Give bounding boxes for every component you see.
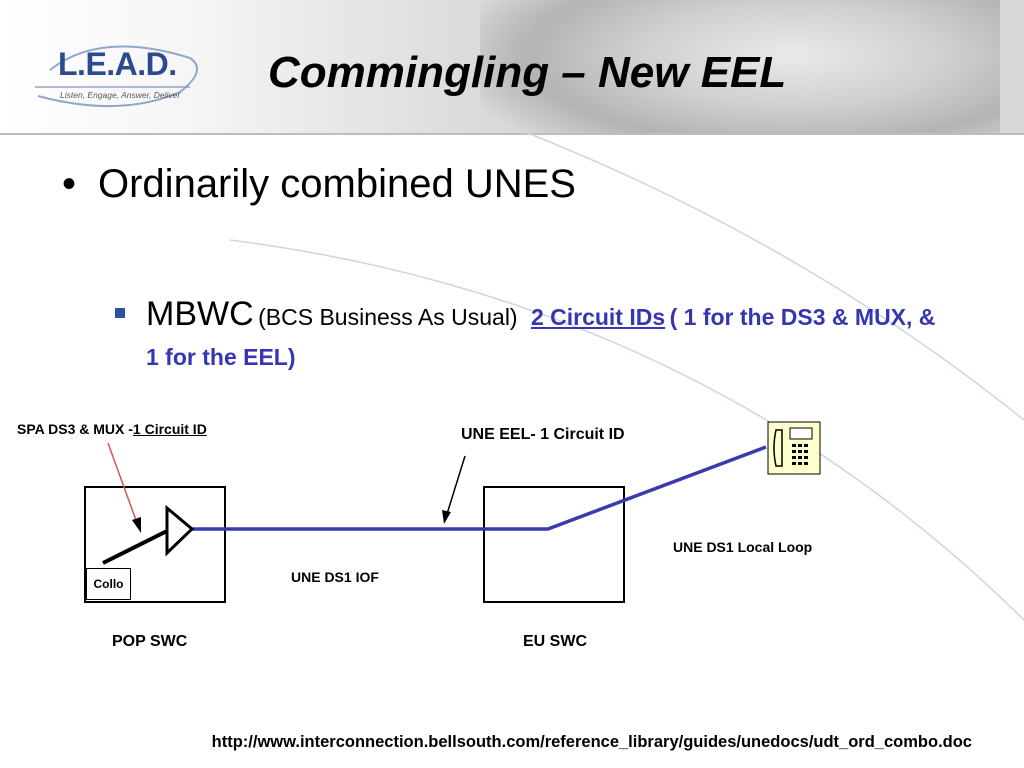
telephone-icon: [767, 421, 821, 475]
bullet-dot: •: [62, 162, 77, 206]
une-ds1-iof-label: UNE DS1 IOF: [291, 569, 379, 585]
logo-swoosh-icon: [35, 45, 199, 108]
une-ds1-local-loop-label: UNE DS1 Local Loop: [673, 539, 813, 555]
une-eel-label: UNE EEL- 1 Circuit ID: [461, 426, 625, 443]
footer-url-link[interactable]: http://www.interconnection.bellsouth.com…: [211, 733, 972, 751]
header-divider: [0, 133, 1024, 135]
spa-circuit-id-link[interactable]: 1 Circuit ID: [132, 421, 207, 437]
eel-pointer-arrowhead: [442, 510, 451, 524]
bullet-level-1: • Ordinarily combined UNES: [62, 162, 576, 207]
eel-pointer-line: [446, 455, 466, 515]
collo-box: Collo: [86, 568, 131, 600]
collo-connector-line: [102, 529, 168, 565]
une-eel-circuit-line: [192, 445, 767, 531]
bullet-1-text: Ordinarily combined UNES: [98, 162, 576, 206]
eu-swc-box: [483, 486, 625, 603]
slide-header: [0, 0, 1024, 135]
slide-title: Commingling – New EEL: [268, 48, 787, 97]
bullet-2-rest: ( 1 for the DS3 & MUX, & 1 for the EEL): [146, 304, 936, 370]
spa-label-prefix: SPA DS3 & MUX -: [17, 421, 133, 437]
header-photo-background: [480, 0, 1000, 135]
spa-pointer-arrowhead: [132, 517, 141, 533]
eu-swc-label: EU SWC: [523, 633, 587, 650]
lead-logo: L.E.A.D. Listen, Engage, Answer, Deliver: [30, 40, 200, 112]
bullet-level-2: MBWC (BCS Business As Usual) 2 Circuit I…: [115, 296, 945, 379]
square-bullet-icon: [115, 308, 125, 318]
spa-pointer-line: [107, 442, 138, 524]
pop-swc-label: POP SWC: [112, 633, 188, 650]
footer-url: http://www.interconnection.bellsouth.com…: [0, 733, 1024, 752]
logo-tagline: Listen, Engage, Answer, Deliver: [60, 90, 181, 100]
spa-ds3-mux-label: SPA DS3 & MUX -1 Circuit ID: [17, 421, 207, 437]
collo-label: Collo: [93, 577, 124, 591]
logo-text: L.E.A.D.: [58, 46, 177, 82]
circuit-ids-link[interactable]: 2 Circuit IDs: [530, 304, 666, 330]
bullet-2-paren: (BCS Business As Usual): [258, 304, 518, 330]
bullet-2-lead: MBWC: [146, 295, 254, 333]
amplifier-triangle-icon: [165, 504, 195, 557]
